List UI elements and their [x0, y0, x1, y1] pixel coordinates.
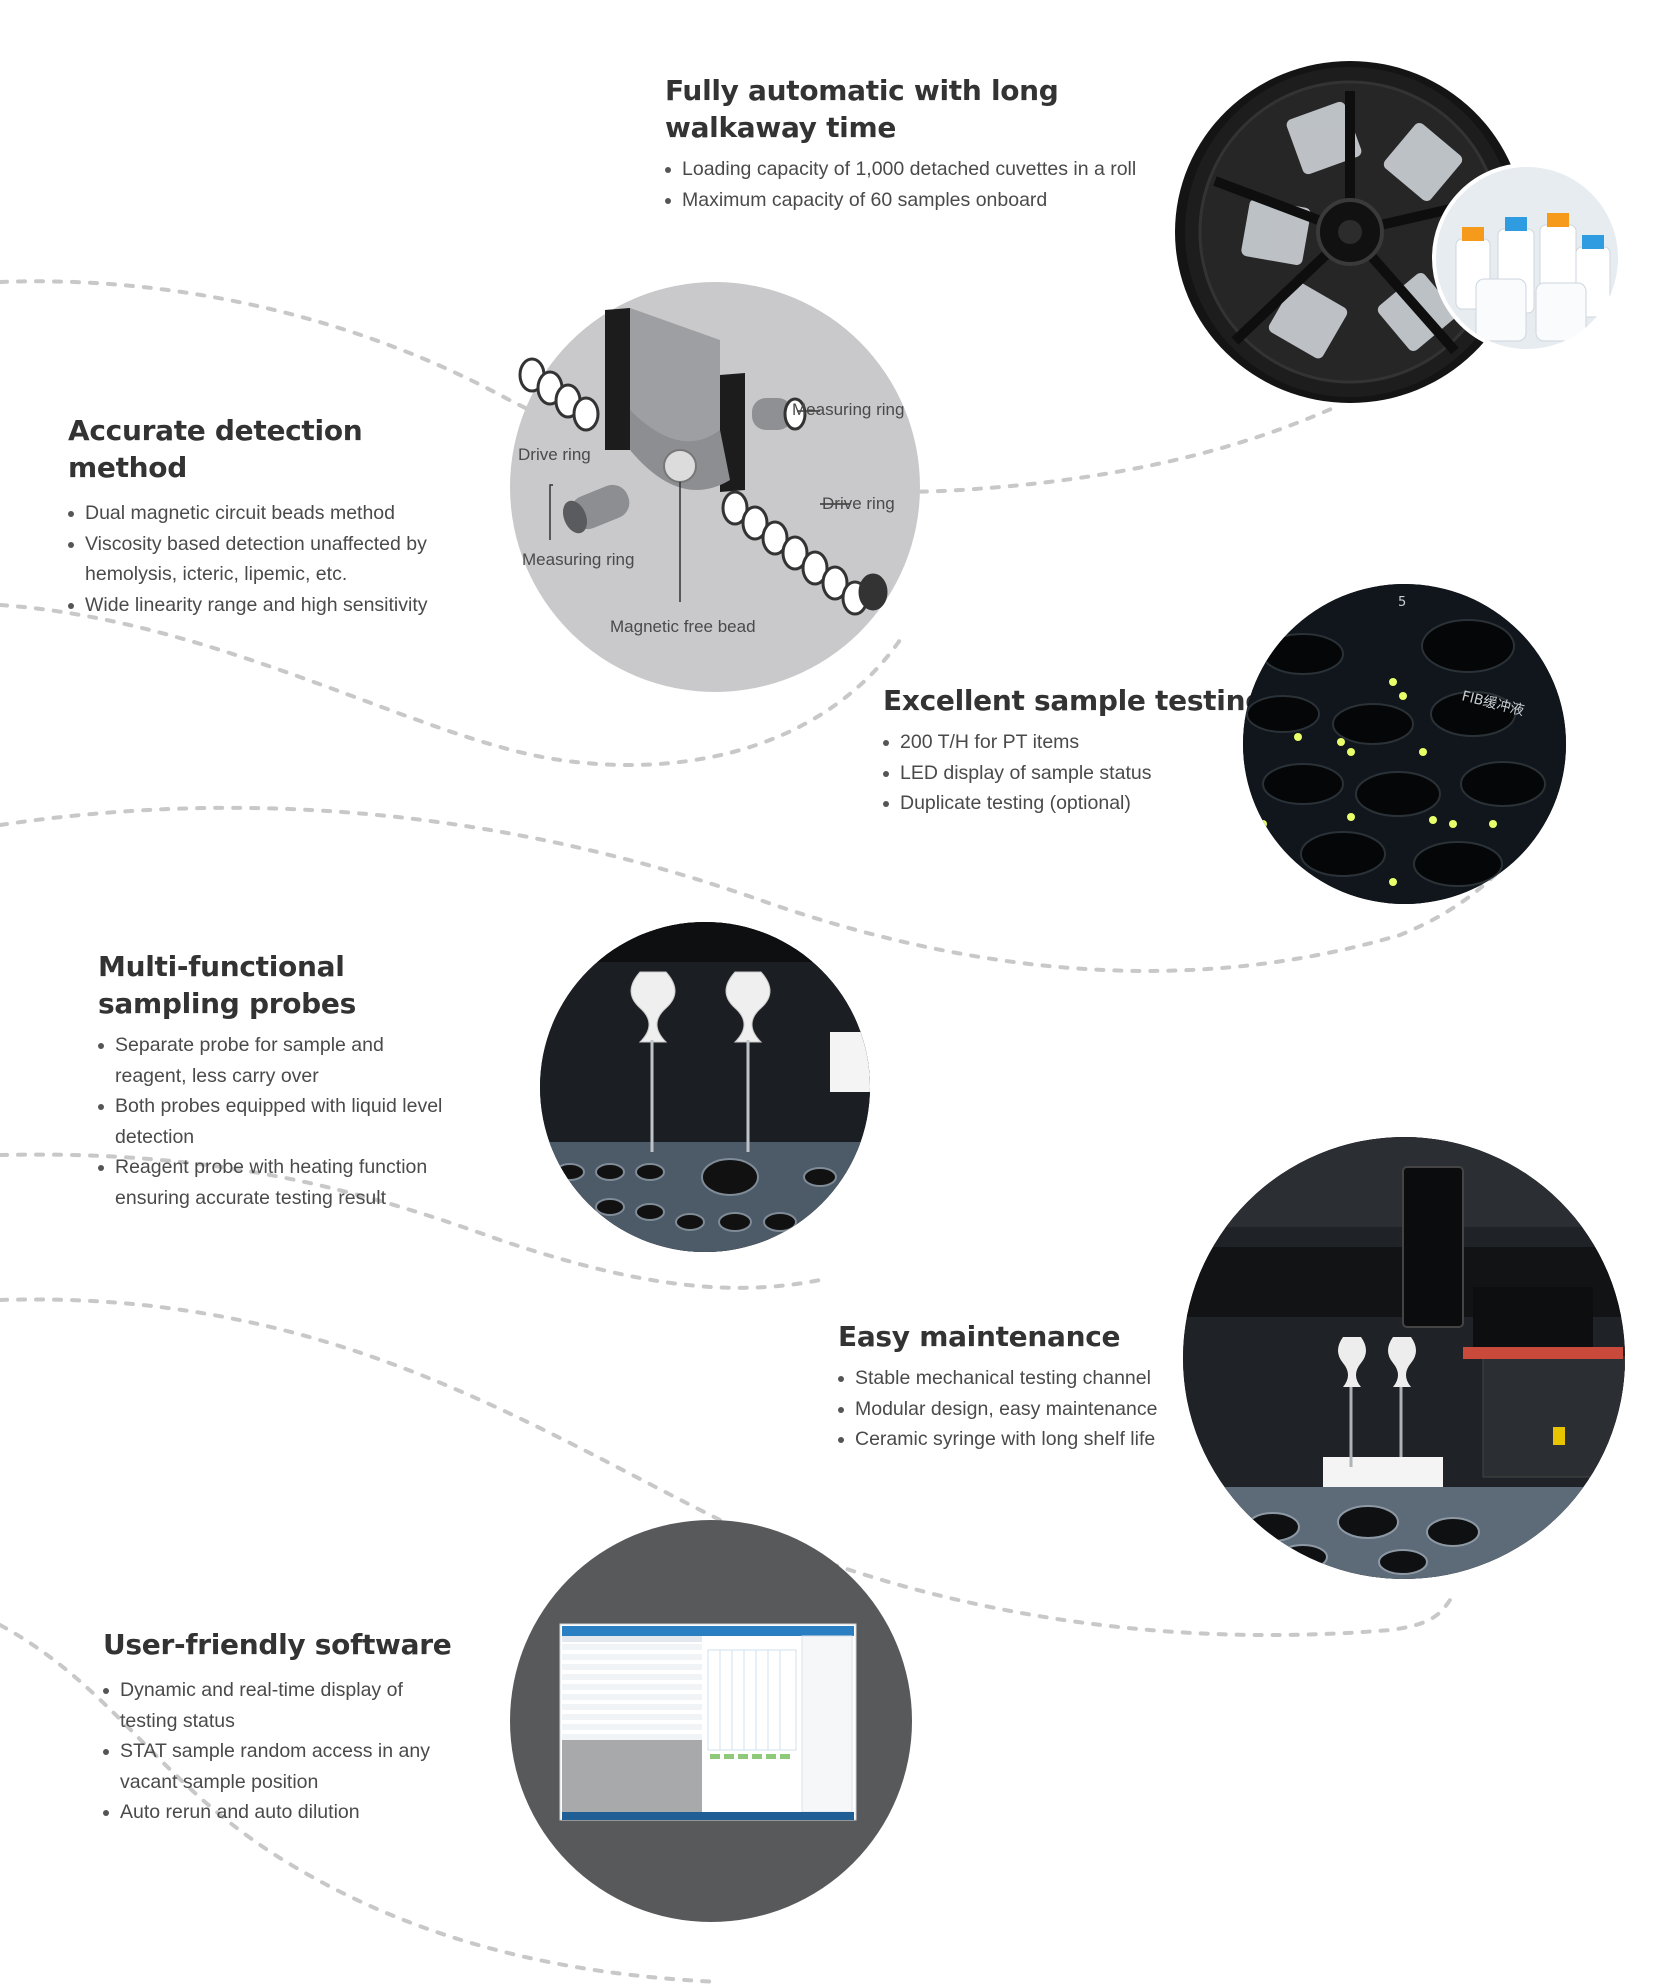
feature-bullet: Auto rerun and auto dilution — [103, 1797, 483, 1828]
feature-bullet-list: 200 T/H for PT items LED display of samp… — [883, 727, 1265, 819]
feature-bullet: LED display of sample status — [883, 758, 1265, 789]
feature-title: Accurate detection method — [68, 414, 363, 484]
feature-bullet: Stable mechanical testing channel — [838, 1363, 1157, 1394]
diagram-label-magnetic-bead: Magnetic free bead — [610, 617, 756, 636]
feature-bullet: Loading capacity of 1,000 detached cuvet… — [665, 154, 1136, 185]
feature-bullet: Ceramic syringe with long shelf life — [838, 1424, 1157, 1455]
drive-ring-right — [721, 490, 888, 616]
feature-bullet: STAT sample random access in any vacant … — [103, 1736, 460, 1797]
feature-bullet-list: Dual magnetic circuit beads method Visco… — [68, 498, 488, 620]
software-screen-image — [510, 1520, 912, 1922]
feature-bullet: Both probes equipped with liquid level d… — [98, 1091, 445, 1152]
tray-number-text: 5 — [1398, 595, 1406, 610]
software-screen-drawing — [559, 1623, 857, 1821]
feature-bullet: Dual magnetic circuit beads method — [68, 498, 488, 529]
diagram-label-drive-ring-left: Drive ring — [518, 445, 591, 464]
feature-title: User-friendly software — [103, 1628, 452, 1661]
feature-bullet: Duplicate testing (optional) — [883, 788, 1265, 819]
feature-bullet: Reagent probe with heating function ensu… — [98, 1152, 475, 1213]
mechanical-channel-drawing — [1183, 1137, 1625, 1579]
feature-easy-maintenance: Easy maintenance Stable mechanical testi… — [838, 1318, 1157, 1455]
feature-excellent-sample-testing: Excellent sample testing 200 T/H for PT … — [883, 682, 1265, 819]
feature-user-friendly-software: User-friendly software Dynamic and real-… — [103, 1626, 483, 1828]
reagent-bottles-drawing — [1436, 167, 1618, 349]
feature-title-line-2: walkaway time — [665, 111, 897, 144]
feature-title: Multi-functional sampling probes — [98, 948, 478, 1022]
feature-bullet-list: Stable mechanical testing channel Modula… — [838, 1363, 1157, 1455]
feature-title-line-2: sampling probes — [98, 987, 356, 1020]
cuvette-roll-image — [1175, 61, 1525, 403]
diagram-label-measuring-ring-top: Measuring ring — [792, 400, 904, 419]
feature-accurate-detection: Accurate detection method Dual magnetic … — [68, 412, 488, 620]
mechanical-channel-image — [1183, 1137, 1625, 1579]
sample-tray-drawing: FIB缓冲液 5 — [1243, 584, 1566, 904]
feature-title-line-1: Multi-functional — [98, 950, 345, 983]
diagram-label-measuring-ring-bottom: Measuring ring — [522, 550, 634, 569]
sampling-probes-drawing — [540, 922, 870, 1252]
feature-fully-automatic: Fully automatic with long walkaway time … — [665, 72, 1136, 215]
feature-bullet: Maximum capacity of 60 samples onboard — [665, 185, 1136, 216]
feature-title: Excellent sample testing — [883, 684, 1265, 717]
detection-method-diagram: Drive ring Measuring ring Drive ring Mea… — [510, 282, 920, 692]
reagent-bottles-image — [1432, 163, 1622, 353]
drive-ring-left — [518, 357, 600, 432]
magnetic-bead — [663, 449, 697, 483]
sampling-probes-image — [540, 922, 870, 1252]
sample-tray-led-image: FIB缓冲液 5 — [1243, 584, 1566, 904]
feature-bullet: Separate probe for sample and reagent, l… — [98, 1030, 415, 1091]
feature-bullet-list: Separate probe for sample and reagent, l… — [98, 1030, 478, 1213]
feature-title-line-1: Fully automatic with long — [665, 74, 1059, 107]
feature-title: Easy maintenance — [838, 1320, 1121, 1353]
diagram-label-drive-ring-right: Drive ring — [822, 494, 895, 513]
measuring-ring-top — [752, 397, 807, 431]
feature-bullet: Wide linearity range and high sensitivit… — [68, 590, 488, 621]
feature-bullet-list: Loading capacity of 1,000 detached cuvet… — [665, 154, 1136, 215]
feature-title: Fully automatic with long walkaway time — [665, 72, 1136, 146]
feature-bullet: Modular design, easy maintenance — [838, 1394, 1157, 1425]
feature-sampling-probes: Multi-functional sampling probes Separat… — [98, 948, 478, 1213]
measuring-ring-bottom — [562, 484, 630, 534]
feature-bullet: Viscosity based detection unaffected by … — [68, 529, 475, 590]
magnet-assembly — [605, 308, 745, 492]
feature-bullet: 200 T/H for PT items — [883, 727, 1265, 758]
feature-bullet: Dynamic and real-time display of testing… — [103, 1675, 440, 1736]
feature-bullet-list: Dynamic and real-time display of testing… — [103, 1675, 483, 1828]
cuvette-roll-drawing — [1185, 67, 1515, 397]
